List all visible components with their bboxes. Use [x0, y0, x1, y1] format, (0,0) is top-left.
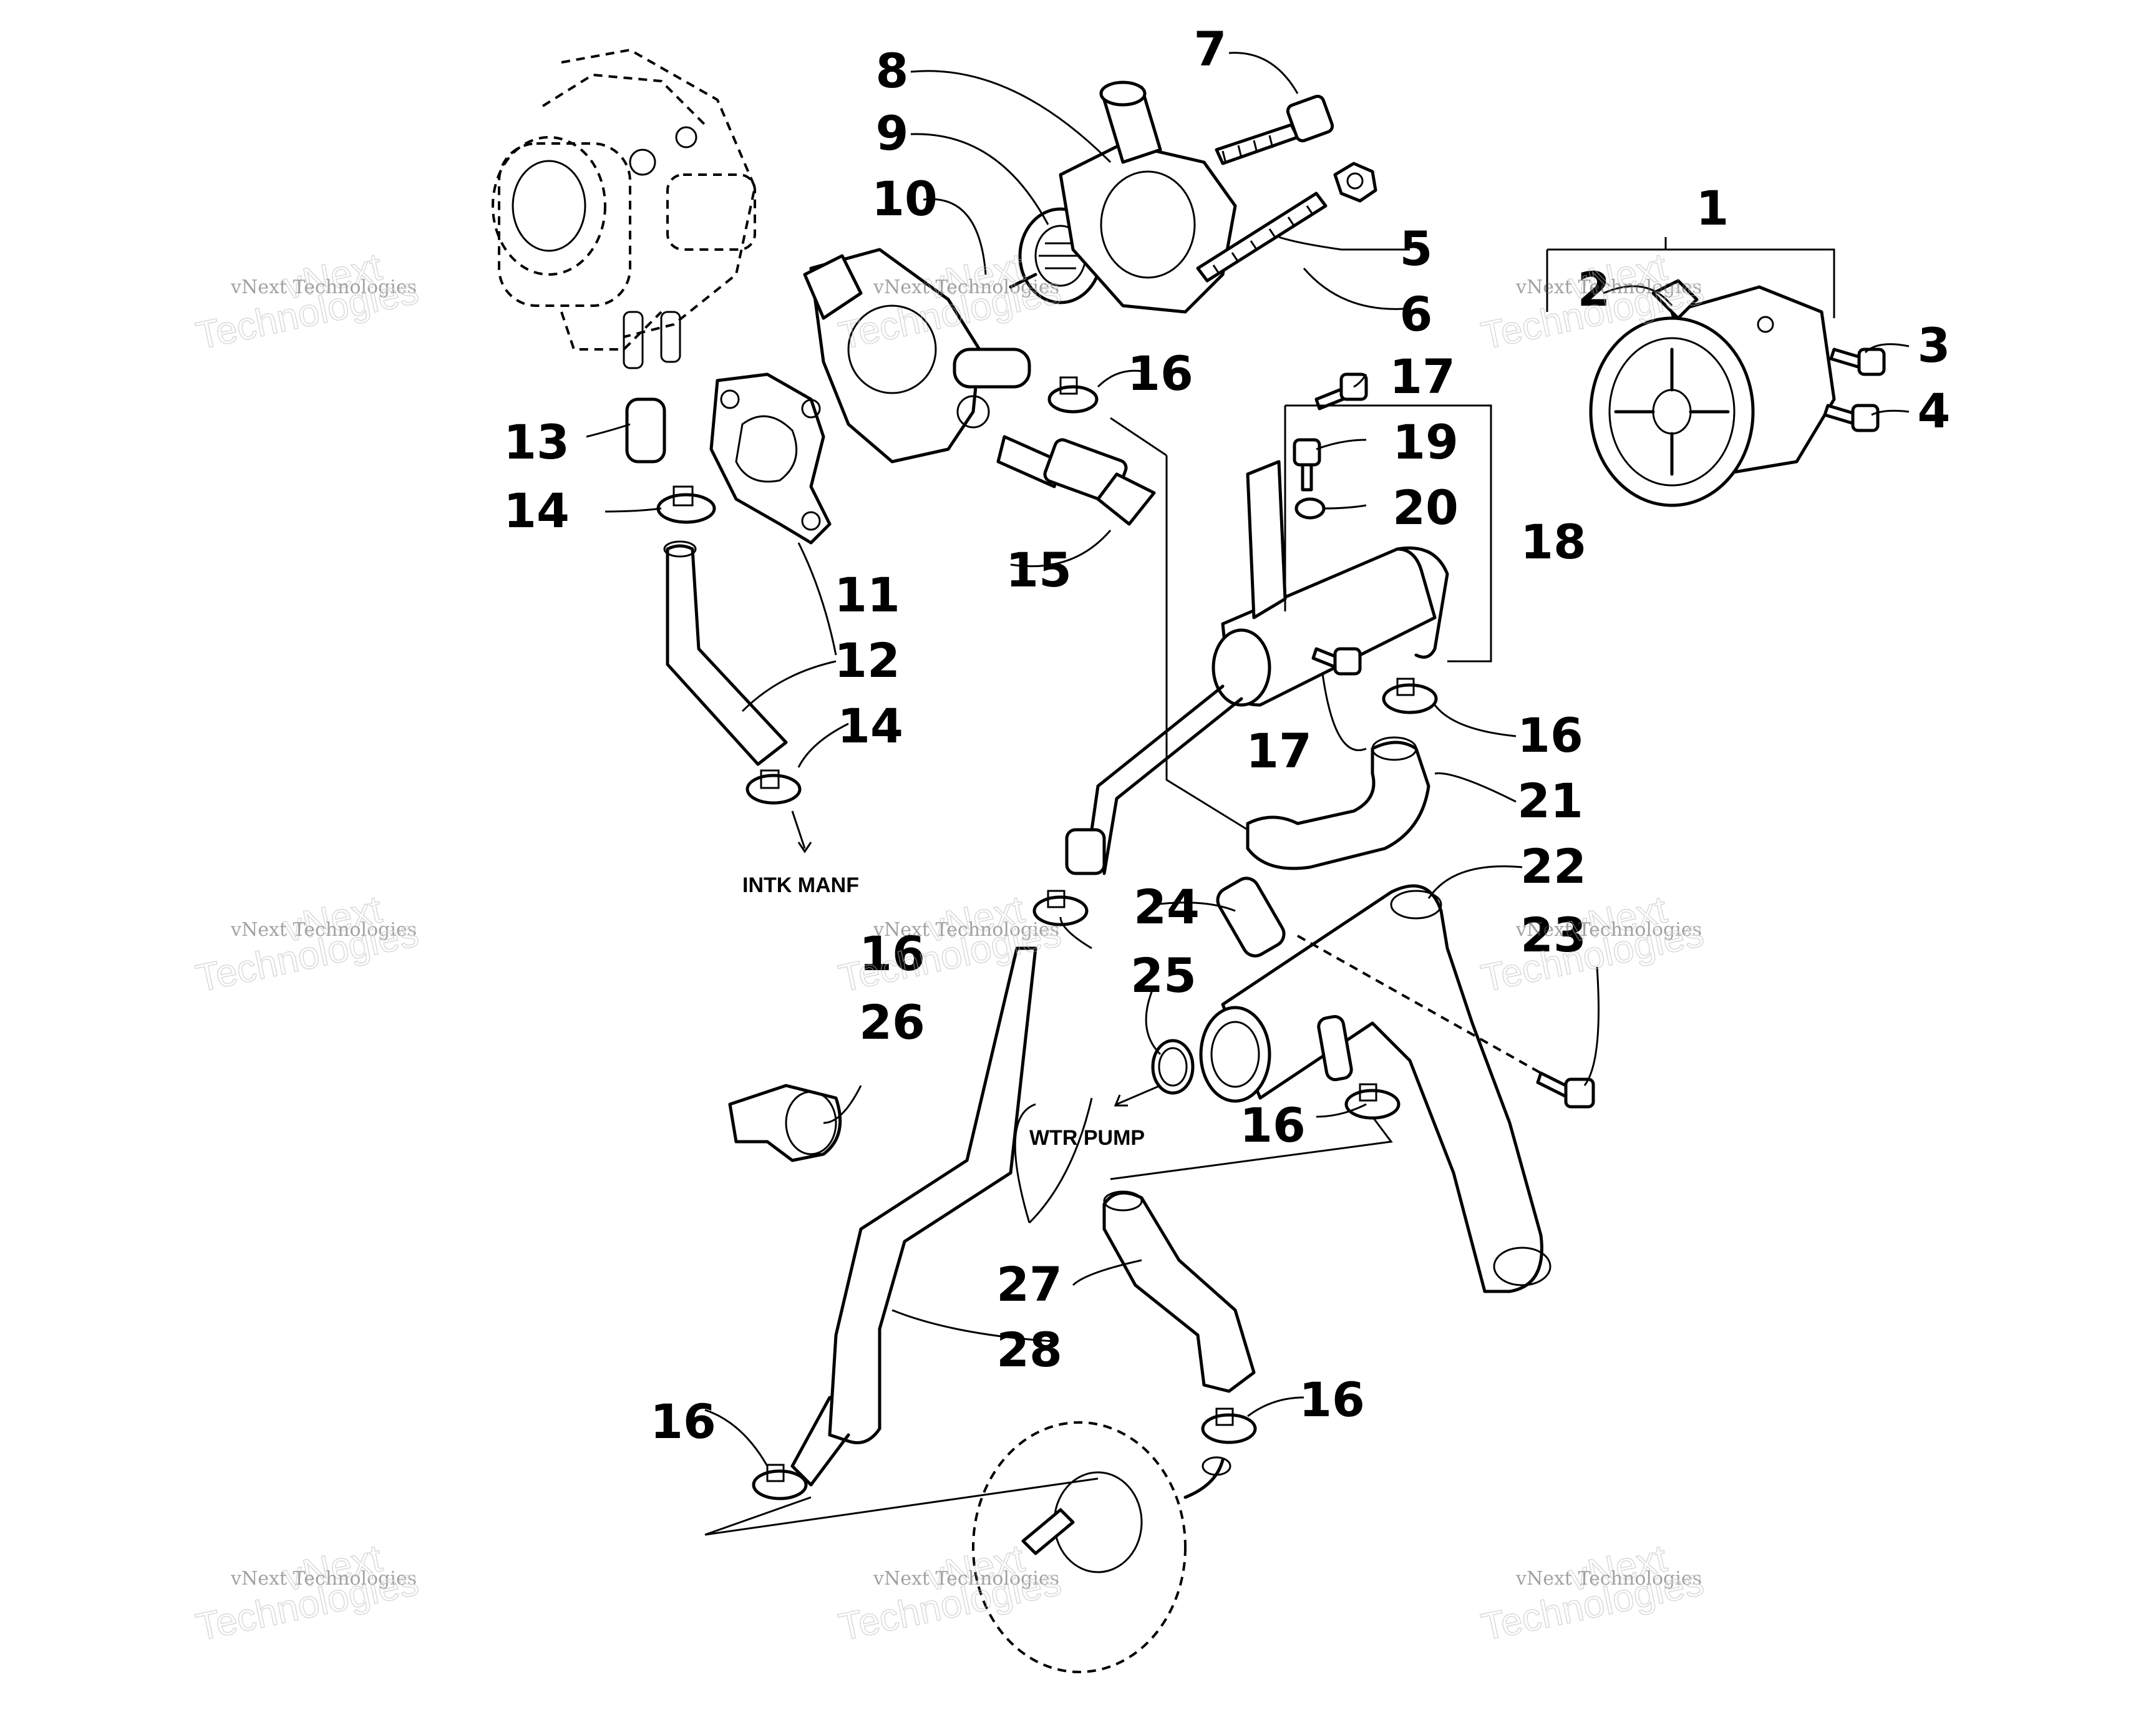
- part-17-bolt-upper: [1314, 372, 1368, 411]
- part-11-gasket: [709, 372, 832, 545]
- callout-19: 19: [1392, 414, 1459, 470]
- callout-10: 10: [872, 171, 938, 226]
- part-14-clamp-lower: [745, 769, 802, 805]
- callout-6: 6: [1400, 286, 1433, 342]
- callout-27: 27: [996, 1256, 1062, 1312]
- callout-3: 3: [1918, 318, 1951, 373]
- watermark-text-2: vNext Technologies: [873, 276, 1059, 298]
- callout-18: 18: [1520, 514, 1586, 570]
- part-16-clamp-a: [1047, 376, 1099, 414]
- callout-16-bottom-left: 16: [650, 1394, 716, 1449]
- part-26-clip: [728, 1084, 842, 1162]
- part-12-hose: [666, 544, 788, 766]
- note-intake-manifold: INTK MANF: [742, 873, 859, 897]
- callout-17-upper: 17: [1389, 349, 1455, 404]
- callout-16-center: 16: [1240, 1097, 1306, 1153]
- watermarks: vNext vNext Technologies Technologies vN…: [192, 245, 1708, 1650]
- part-22-water-pipe: [1199, 884, 1551, 1293]
- callout-12: 12: [834, 633, 900, 688]
- part-20-washer: [1294, 497, 1326, 520]
- watermark-text-7: vNext Technologies: [230, 1568, 417, 1590]
- callout-16-right: 16: [1517, 707, 1583, 763]
- callout-26: 26: [859, 994, 925, 1050]
- callout-16-bottom-right: 16: [1299, 1372, 1365, 1427]
- callout-16-top: 16: [1127, 346, 1193, 401]
- callout-4: 4: [1918, 383, 1951, 439]
- callout-14-lower: 14: [837, 698, 903, 754]
- callout-8: 8: [876, 43, 909, 99]
- callout-labels: 1 2 3 4 5 6 7 8 9 10 11 12 13 14 14 15 1…: [503, 21, 1950, 1449]
- part-16-clamp-c: [1032, 890, 1089, 926]
- part-8-water-outlet: [1059, 80, 1237, 314]
- oil-cooler: [972, 1421, 1231, 1673]
- callout-16-mid: 16: [859, 926, 925, 981]
- part-23-bolt: [1536, 1071, 1595, 1109]
- watermark-text-5: vNext Technologies: [873, 919, 1059, 941]
- callout-14-upper: 14: [503, 483, 570, 538]
- callout-22: 22: [1520, 838, 1586, 894]
- part-24-sleeve: [1216, 877, 1286, 958]
- callout-25: 25: [1130, 948, 1197, 1003]
- callout-15: 15: [1006, 542, 1072, 598]
- callout-23: 23: [1520, 907, 1586, 963]
- part-10-thermostat-housing: [803, 248, 1062, 488]
- callout-24: 24: [1134, 879, 1200, 935]
- part-17-bolt-lower: [1311, 647, 1362, 676]
- callout-7: 7: [1194, 21, 1227, 77]
- part-5-nut: [1333, 162, 1377, 203]
- callout-13: 13: [503, 414, 570, 470]
- watermark-text-9: vNext Technologies: [1515, 1568, 1702, 1590]
- callout-20: 20: [1392, 480, 1459, 535]
- watermark-text-3: vNext Technologies: [1515, 276, 1702, 298]
- part-6-stud: [1196, 192, 1328, 283]
- watermark-text-8: vNext Technologies: [873, 1568, 1059, 1590]
- leader-lines: [586, 52, 1910, 1467]
- throttle-body: [492, 48, 757, 369]
- part-27-hose: [1102, 1191, 1256, 1393]
- part-7-bolt: [1215, 94, 1334, 165]
- part-16-clamp-e: [752, 1464, 808, 1500]
- part-1-water-pump: [1589, 279, 1836, 507]
- part-13-sleeve: [625, 397, 666, 464]
- callout-5: 5: [1400, 221, 1433, 276]
- part-16-clamp-f: [1201, 1407, 1257, 1444]
- callout-11: 11: [834, 567, 900, 623]
- callout-21: 21: [1517, 773, 1583, 829]
- callout-17-lower: 17: [1246, 723, 1312, 779]
- part-16-clamp-d: [1344, 1083, 1401, 1120]
- part-28-hose: [828, 946, 1037, 1444]
- part-19-bolt: [1293, 438, 1321, 492]
- note-water-pump: WTR PUMP: [1029, 1126, 1145, 1150]
- part-16-clamp-b: [1382, 678, 1438, 714]
- part-4-bolt: [1823, 404, 1880, 432]
- watermark-text-6: vNext Technologies: [1515, 919, 1702, 941]
- part-14-clamp-upper: [656, 485, 716, 524]
- watermark-text-1: vNext Technologies: [230, 276, 417, 298]
- part-15-temp-sensor: [1043, 438, 1156, 526]
- callout-2: 2: [1578, 261, 1611, 317]
- callout-9: 9: [876, 105, 909, 161]
- part-3-bolt: [1829, 347, 1886, 376]
- callout-28: 28: [996, 1322, 1062, 1378]
- watermark-text-4: vNext Technologies: [230, 919, 417, 941]
- callout-1: 1: [1696, 180, 1729, 236]
